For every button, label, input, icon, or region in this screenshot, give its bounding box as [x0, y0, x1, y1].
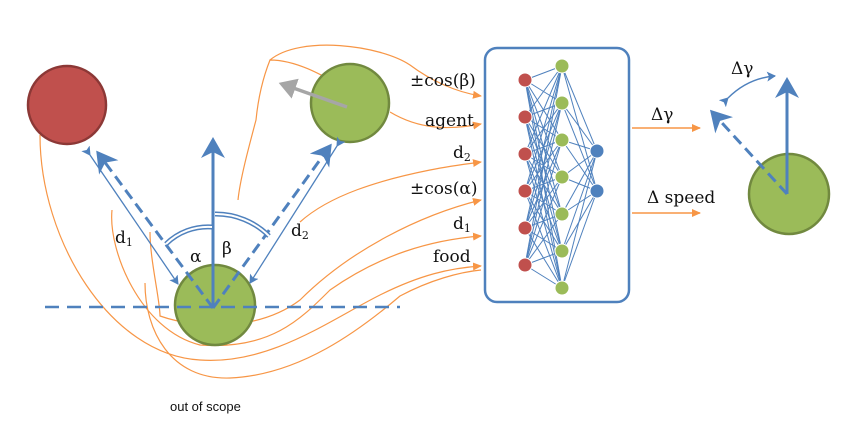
- result-agent: Δγ: [709, 59, 831, 236]
- network-edge-0-1-0: [524, 65, 563, 118]
- input-d1: d1: [453, 214, 471, 235]
- network-edge-1-0-0: [561, 65, 598, 152]
- network-node-hidden-1: [554, 95, 570, 111]
- network-node-input-2: [517, 146, 533, 162]
- network-node-hidden-4: [554, 206, 570, 222]
- angle-beta-arc-icon: [214, 211, 271, 238]
- network-edge-1-2-1: [561, 139, 598, 192]
- neural-network: [483, 46, 631, 304]
- distance-d1-arrow: [81, 145, 179, 285]
- distance-d1-label: d1: [115, 228, 133, 249]
- network-node-hidden-6: [554, 280, 570, 296]
- network-edge-0-2-0: [524, 65, 563, 155]
- input-d1-sub: 1: [464, 222, 471, 235]
- connection-out-of-scope: [144, 269, 482, 379]
- result-delta-gamma-label: Δγ: [731, 59, 753, 79]
- connection-cos-alpha: [149, 198, 482, 326]
- scene: α β d1 d2 out of scope: [26, 62, 400, 414]
- distance-d2-arrow: [249, 136, 346, 284]
- connection-food: [39, 134, 482, 361]
- result-rotation-arc-icon: [718, 71, 776, 108]
- network-edge-1-6-0: [561, 150, 598, 289]
- input-cos-alpha: ±cos(α): [410, 179, 477, 199]
- connection-cos-beta: [237, 59, 353, 201]
- input-d2: d2: [453, 143, 471, 164]
- network-node-input-1: [517, 109, 533, 125]
- angle-beta-label: β: [222, 239, 232, 259]
- network-edge-0-5-2: [524, 139, 563, 266]
- network-node-hidden-3: [554, 169, 570, 185]
- network-edge-1-6-1: [561, 190, 598, 289]
- input-labels: ±cos(β) agent d2 ±cos(α) d1 food: [410, 71, 477, 267]
- network-edge-0-3-0: [524, 65, 563, 192]
- output-delta-gamma-label: Δγ: [651, 105, 673, 125]
- network-edge-1-0-1: [561, 65, 598, 192]
- input-agent: agent: [425, 111, 474, 131]
- input-food: food: [433, 247, 471, 267]
- input-d2-main: d: [453, 143, 464, 163]
- distance-d2-sub: 2: [302, 229, 309, 242]
- network-edge-0-5-3: [524, 176, 563, 266]
- input-d1-main: d: [453, 214, 464, 234]
- input-cos-beta: ±cos(β): [410, 71, 476, 91]
- network-node-hidden-0: [554, 58, 570, 74]
- distance-d2-main: d: [291, 221, 302, 241]
- result-new-heading-arrow: [709, 109, 789, 196]
- connection-agent: [389, 111, 482, 130]
- output-delta-speed-label: Δ speed: [647, 188, 715, 208]
- distance-d1-sub: 1: [126, 236, 133, 249]
- out-of-scope-label: out of scope: [170, 399, 241, 414]
- network-node-input-4: [517, 220, 533, 236]
- network-edge-1-1-0: [561, 102, 598, 152]
- network-node-input-0: [517, 72, 533, 88]
- food-circle: [26, 64, 108, 146]
- network-node-output-1: [589, 183, 605, 199]
- network-node-input-5: [517, 257, 533, 273]
- network-node-hidden-2: [554, 132, 570, 148]
- network-edge-0-4-0: [524, 65, 563, 229]
- input-connections: [39, 44, 482, 379]
- input-d2-sub: 2: [464, 151, 471, 164]
- angle-alpha-label: α: [190, 247, 202, 267]
- output-section: Δγ Δ speed: [632, 105, 715, 217]
- network-edge-1-5-0: [561, 150, 598, 252]
- other-agent-circle: [309, 62, 391, 144]
- distance-d1-main: d: [115, 228, 126, 248]
- distance-d2-label: d2: [291, 221, 309, 242]
- angle-alpha-arc-inner: [165, 225, 213, 245]
- network-edge-1-4-0: [561, 150, 598, 215]
- connection-cos-beta-feed: [269, 44, 482, 99]
- other-agent-velocity-arrow: [278, 78, 348, 109]
- network-nodes: [517, 58, 605, 296]
- network-edge-1-1-1: [561, 102, 598, 192]
- network-edge-0-5-4: [524, 213, 563, 266]
- network-node-output-0: [589, 143, 605, 159]
- angle-beta-arc-inner: [214, 212, 270, 237]
- network-node-input-3: [517, 183, 533, 199]
- network-node-hidden-5: [554, 243, 570, 259]
- network-edge-0-5-1: [524, 102, 563, 266]
